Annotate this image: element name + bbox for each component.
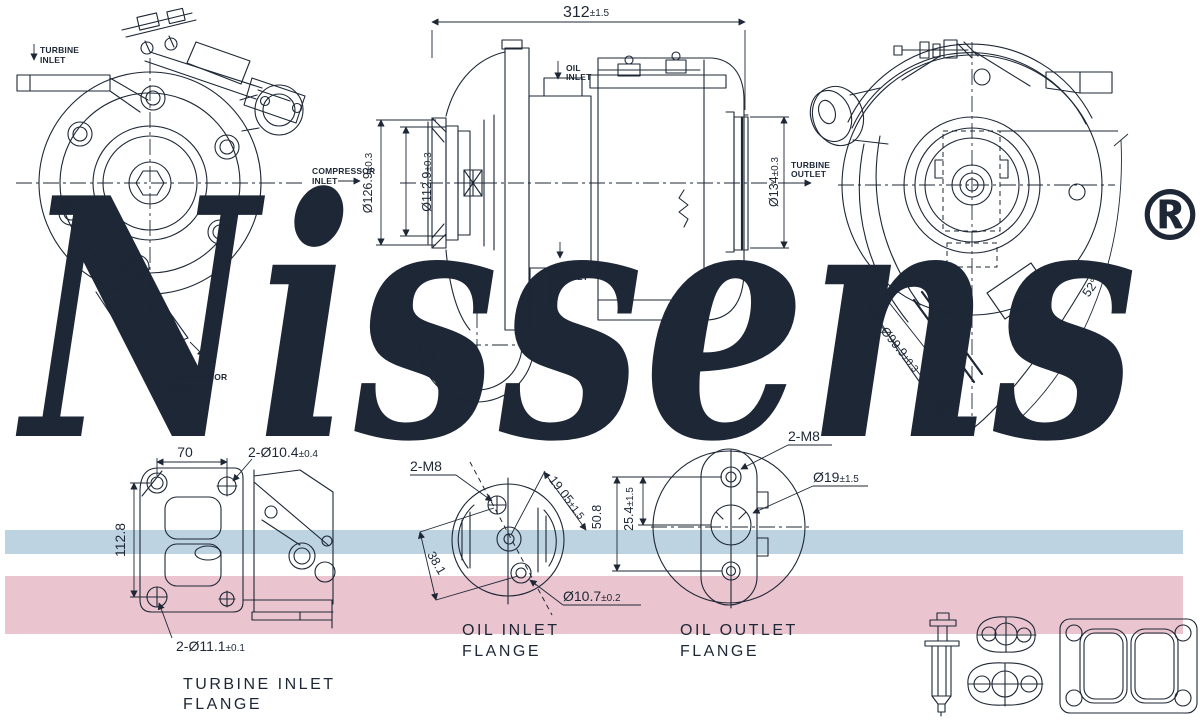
svg-text:312±1.5: 312±1.5 — [563, 4, 610, 21]
turbine-inlet-label: TURBINE INLET — [30, 44, 79, 65]
svg-text:INLET: INLET — [40, 55, 66, 65]
dim-compressor-inlet-outer: Ø126.9±0.3 — [361, 119, 436, 246]
dim-holes-top: 2-Ø10.4±0.4 — [232, 444, 318, 482]
dim-overall-length: 312±1.5 — [431, 4, 746, 110]
bolt-holes — [58, 85, 240, 280]
dim-turbine-outlet-flange: Ø134±0.3 — [750, 116, 789, 249]
stud-bolt-icon — [924, 612, 960, 717]
compressor-inlet-label: COMPRESSOR INLET — [312, 166, 375, 186]
svg-text:FLANGE: FLANGE — [680, 643, 759, 660]
svg-text:FLANGE: FLANGE — [462, 643, 541, 660]
oil-inlet-label: OIL INLET — [554, 61, 592, 82]
svg-text:OUTLET: OUTLET — [553, 272, 589, 282]
turbine-outlet-label: TURBINE OUTLET — [791, 160, 830, 187]
svg-text:Ø19±1.5: Ø19±1.5 — [813, 469, 859, 485]
dim-hole-spacing-x: 70 — [156, 444, 228, 478]
svg-text:COMPRESSOR: COMPRESSOR — [164, 372, 227, 382]
turbine-gasket-icon — [1059, 618, 1198, 714]
registered-trademark-icon: ® — [1135, 175, 1200, 257]
flange-title: OIL INLET — [462, 622, 559, 639]
oil-outlet-label: OIL OUTLET — [553, 242, 589, 282]
svg-text:70: 70 — [177, 444, 193, 460]
svg-text:OIL: OIL — [566, 63, 581, 73]
turbine-inlet-flange-view: 70 2-Ø10.4±0.4 112.8 2-Ø11.1±0.1 TURBINE… — [112, 444, 336, 713]
oil-gasket-large-icon — [967, 662, 1044, 707]
svg-text:2-M8: 2-M8 — [788, 428, 820, 444]
flange-title: TURBINE INLET — [183, 676, 336, 693]
svg-text:INLET: INLET — [566, 72, 592, 82]
svg-text:Ø126.9±0.3: Ø126.9±0.3 — [361, 152, 375, 213]
svg-text:25.4±1.5: 25.4±1.5 — [622, 487, 636, 531]
accessory-icons — [924, 612, 1198, 717]
svg-text:2-Ø10.4±0.4: 2-Ø10.4±0.4 — [248, 444, 318, 460]
dim-hole-spacing-y: 112.8 — [112, 482, 150, 598]
svg-text:Ø10.7±0.2: Ø10.7±0.2 — [563, 588, 621, 604]
front-view: TURBINE INLET COMPRESSOR OUTLET — [16, 7, 306, 392]
svg-text:COMPRESSOR: COMPRESSOR — [312, 166, 375, 176]
dim-bore: Ø19±1.5 — [752, 469, 868, 514]
stripe-blue — [5, 530, 1183, 554]
svg-text:TURBINE: TURBINE — [40, 45, 79, 55]
dim-stud-to-bore: 25.4±1.5 — [622, 476, 711, 531]
oil-outlet-flange-view: 2-M8 Ø19±1.5 50.8 25.4±1.5 OIL OUTLET FL… — [590, 428, 868, 660]
svg-text:TURBINE: TURBINE — [791, 160, 830, 170]
svg-text:OUTLET: OUTLET — [164, 382, 200, 392]
svg-text:OIL: OIL — [553, 263, 568, 273]
svg-text:FLANGE: FLANGE — [183, 696, 262, 713]
dim-holes-bottom: 2-Ø11.1±0.1 — [157, 602, 245, 654]
oil-gasket-icon — [976, 616, 1037, 653]
svg-text:2-M8: 2-M8 — [410, 458, 442, 474]
flange-title: OIL OUTLET — [680, 622, 798, 639]
watermark-text: Nissens — [14, 126, 1137, 514]
svg-text:INLET: INLET — [312, 176, 338, 186]
dim-stud-spacing: 50.8 — [590, 476, 722, 572]
dim-studs: 2-M8 — [410, 458, 493, 502]
compressor-outlet-label: COMPRESSOR OUTLET — [164, 372, 227, 392]
brand-watermark: Nissens ® — [14, 126, 1200, 514]
svg-text:50.8: 50.8 — [590, 505, 604, 529]
svg-text:Ø134±0.3: Ø134±0.3 — [767, 157, 781, 207]
svg-text:OUTLET: OUTLET — [791, 169, 827, 179]
dim-studs: 2-M8 — [740, 428, 832, 470]
svg-text:2-Ø11.1±0.1: 2-Ø11.1±0.1 — [176, 638, 245, 654]
svg-text:112.8: 112.8 — [112, 523, 128, 557]
dim-outlet-angle: 52° — [1000, 130, 1129, 427]
side-view: 312±1.5 Ø126.9±0.3 Ø112.9±0.3 Ø134±0.3 — [312, 4, 795, 403]
dim-bore: Ø10.7±0.2 — [529, 579, 641, 606]
